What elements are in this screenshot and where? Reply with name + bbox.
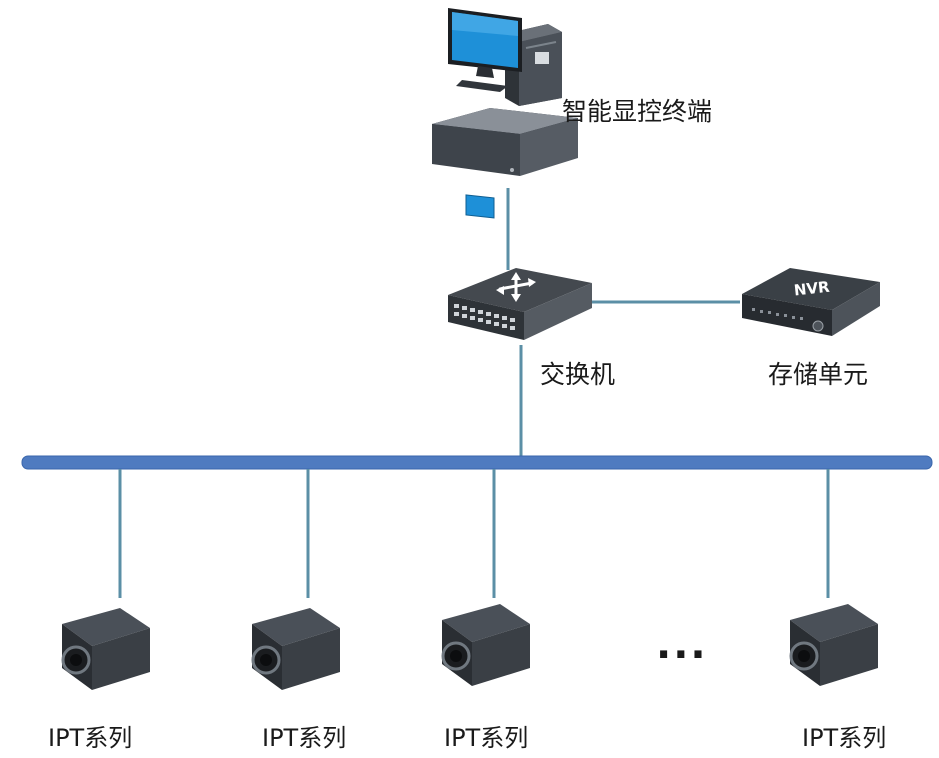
camera-label-2: IPT系列 [262,724,347,752]
switch-label: 交换机 [540,360,616,389]
camera-icon [61,608,150,690]
desktop-computer-icon [448,8,562,106]
nvr-device-text: NVR [793,278,831,300]
ellipsis-more-cameras: ... [656,622,708,668]
storage-label: 存储单元 [768,360,869,389]
camera-label-1: IPT系列 [48,724,133,752]
camera-label-4: IPT系列 [802,724,887,752]
camera-icon [441,604,530,686]
network-switch-icon [448,268,592,340]
network-bus [21,455,933,470]
decoder-box-icon [432,108,578,219]
terminal-label: 智能显控终端 [562,97,713,126]
nvr-recorder-icon: NVR [742,268,880,336]
camera-icon [789,604,878,686]
camera-label-3: IPT系列 [444,724,529,752]
camera-icon [251,608,340,690]
